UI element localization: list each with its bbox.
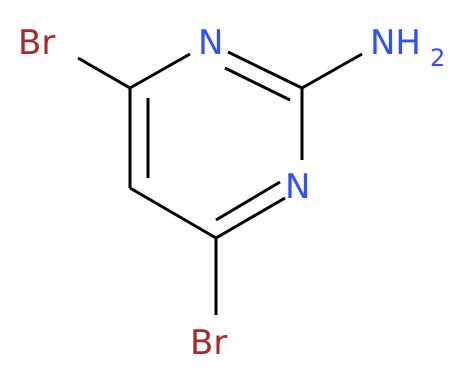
bond-n1-c2-inner [224,66,291,102]
atom-n-top: N [198,23,223,63]
atom-br-bottom: Br [190,323,227,363]
bond-n3-c4 [215,196,286,240]
bond-c6-n1 [129,52,191,90]
atom-nh2-subscript: 2 [430,44,445,72]
atom-br-top: Br [18,23,55,63]
bond-c4-c5 [129,186,217,240]
bond-br-c6 [77,56,131,90]
bond-n3-c4-inner [215,180,281,222]
atom-labels: Br N NH 2 N Br [18,23,445,363]
atom-nh2-label: NH [370,23,421,63]
atom-nh2: NH 2 [370,23,445,72]
bond-c2-nh2 [301,52,363,90]
atom-n-bottom: N [285,167,310,207]
bonds [77,50,363,315]
bond-n1-c2 [227,50,303,90]
